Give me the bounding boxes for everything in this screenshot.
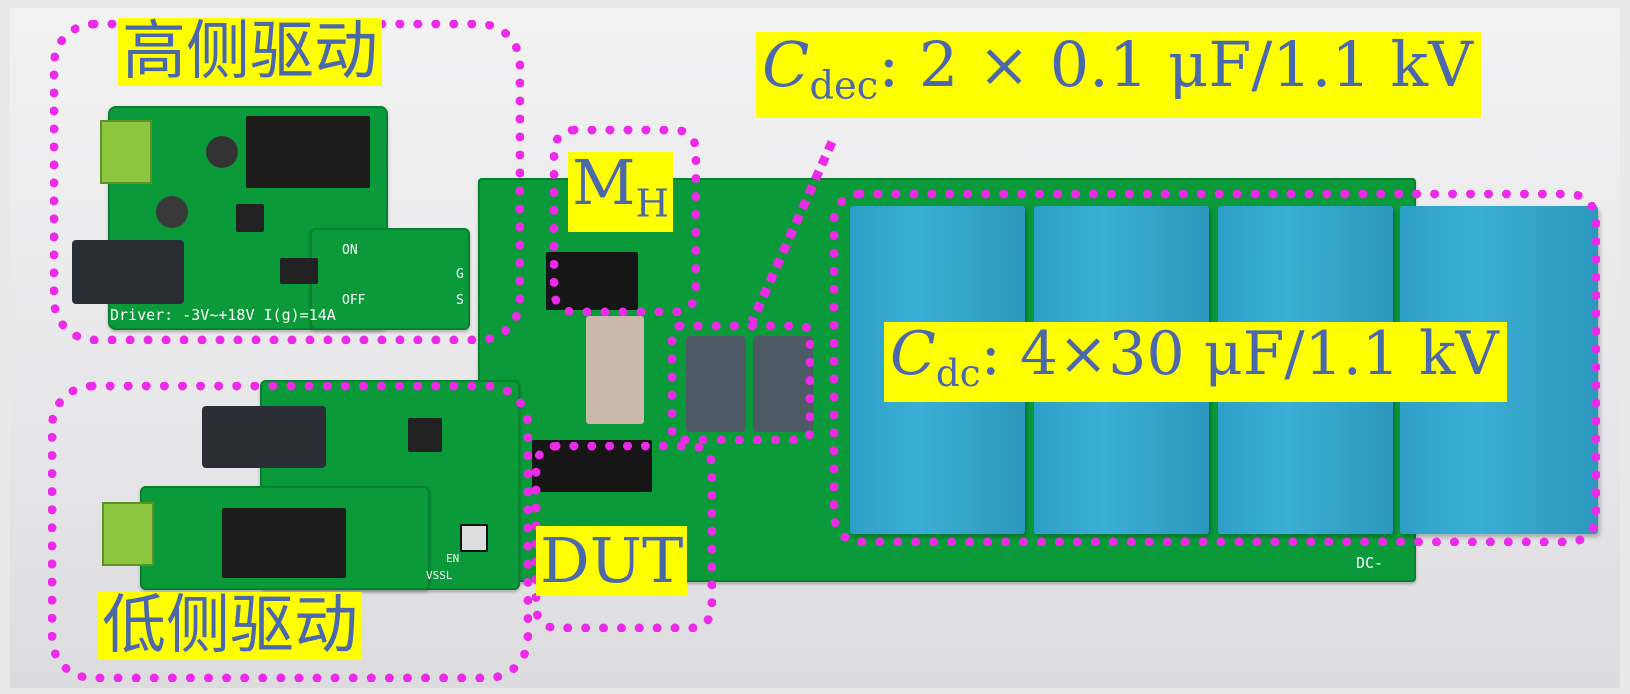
source-pin-silkscreen: S xyxy=(456,293,464,308)
high-side-dcdc-module xyxy=(246,116,370,188)
cdc-subscript: dc xyxy=(935,350,981,395)
high-side-gate-driver-ic xyxy=(280,258,318,284)
gate-pin-silkscreen: G xyxy=(456,267,464,282)
decoupling-capacitor-2 xyxy=(753,336,813,432)
cdec-subscript: dec xyxy=(809,63,879,109)
low-side-driver-label: 低侧驱动 xyxy=(98,592,362,660)
high-side-electrolytic-cap-1 xyxy=(206,136,238,168)
enable-button xyxy=(460,524,488,552)
cdec-label: Cdec: 2 × 0.1 μF/1.1 kV xyxy=(756,32,1481,118)
mh-subscript: H xyxy=(635,181,669,227)
vssl-silkscreen: VSSL xyxy=(426,569,453,582)
cdc-label: Cdc: 4×30 μF/1.1 kV xyxy=(884,319,1507,403)
high-side-electrolytic-cap-2 xyxy=(156,196,188,228)
low-side-power-connector xyxy=(102,502,154,566)
decoupling-capacitor-1 xyxy=(686,336,746,432)
driver-spec-silkscreen: Driver: -3V~+18V I(g)=14A xyxy=(110,306,336,324)
high-side-driver-board-extension xyxy=(310,228,470,330)
dut-label: DUT xyxy=(536,526,688,596)
off-silkscreen: OFF xyxy=(342,293,366,308)
cdec-value: : 2 × 0.1 μF/1.1 kV xyxy=(878,28,1473,101)
cdec-main: C xyxy=(762,28,810,101)
high-side-fiber-receiver xyxy=(72,240,184,304)
heatsink-plate xyxy=(586,316,644,424)
cdc-main: C xyxy=(890,319,936,389)
low-side-driver-box xyxy=(48,382,532,682)
mh-main: M xyxy=(572,146,636,219)
high-side-ic xyxy=(236,204,264,232)
high-side-driver-label: 高侧驱动 xyxy=(118,18,382,86)
dc-minus-silkscreen: DC- xyxy=(1356,554,1384,572)
low-side-gate-driver-ic xyxy=(408,418,442,452)
on-silkscreen: ON xyxy=(342,243,358,258)
mh-label: MH xyxy=(568,152,673,232)
decoupling-capacitor-box xyxy=(668,322,814,444)
cdc-value: : 4×30 μF/1.1 kV xyxy=(980,319,1499,389)
dc-link-capacitor-box xyxy=(830,190,1600,546)
high-side-power-connector xyxy=(100,120,152,184)
en-silkscreen: EN xyxy=(446,552,460,565)
mh-box xyxy=(550,126,700,316)
low-side-fiber-receiver xyxy=(202,406,326,468)
low-side-dcdc-module xyxy=(222,508,346,578)
